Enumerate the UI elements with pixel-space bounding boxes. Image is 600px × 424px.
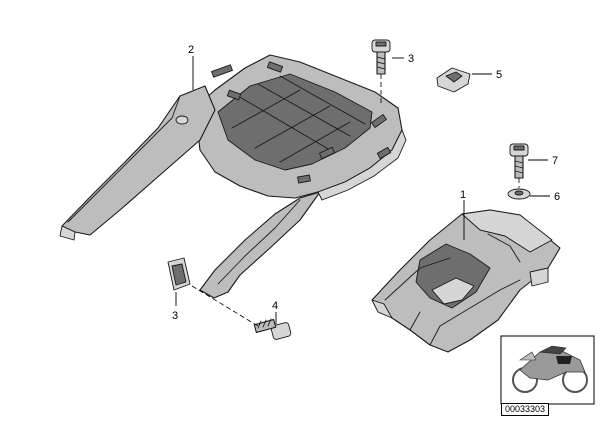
callout-3-lower: 3 (172, 310, 178, 322)
callout-7: 7 (552, 155, 558, 167)
reference-code: 00033303 (501, 403, 550, 416)
callout-2: 2 (188, 44, 194, 56)
motorcycle-thumbnail (500, 335, 595, 405)
part-2-rack-frame (59, 54, 407, 299)
part-1-tray (371, 209, 561, 353)
part-7-screw (509, 143, 529, 179)
motorcycle-icon (512, 345, 588, 393)
part-4-screw (253, 318, 292, 340)
callout-5: 5 (496, 69, 502, 81)
callout-6: 6 (554, 191, 560, 203)
part-3-screw-upper (371, 39, 391, 75)
leader-lines (175, 56, 550, 327)
part-3-clip-nut-lower (167, 257, 191, 291)
part-5-clip-nut (436, 67, 471, 93)
callout-4: 4 (272, 300, 278, 312)
callout-3-upper: 3 (408, 53, 414, 65)
callout-1: 1 (460, 189, 466, 201)
part-6-washer (507, 188, 531, 200)
